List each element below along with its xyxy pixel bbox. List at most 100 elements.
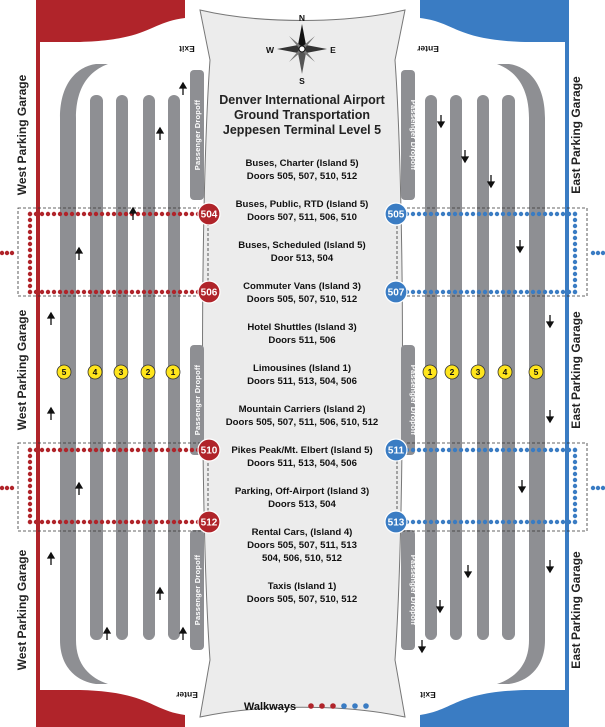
walkway-dot [27,453,33,459]
walkway-dot [416,211,422,217]
walkway-dot [33,519,39,525]
walkway-dot [39,519,45,525]
walkway-dot [440,211,446,217]
walkway-dot [440,519,446,525]
walkway-dot [165,289,171,295]
walkway-dot [27,495,33,501]
walkway-dot [81,289,87,295]
walkway-dot [470,519,476,525]
walkway-dot [0,485,5,491]
service-doors: Door 513, 504 [271,253,334,264]
walkway-dot [422,519,428,525]
walkway-dot [123,519,129,525]
walkway-dot [117,447,123,453]
walkway-dot [554,211,560,217]
dropoff-label-west-1: Passenger Dropoff [193,99,202,170]
walkway-dot [93,289,99,295]
walkway-dot [572,495,578,501]
dropoff-label-east-1: Passenger Dropoff [409,100,418,171]
walkway-dot [75,211,81,217]
walkway-dot [189,289,195,295]
walkway-dot [482,447,488,453]
dropoff-label-west-2: Passenger Dropoff [193,364,202,435]
walkway-dot [518,447,524,453]
walkway-dot [123,289,129,295]
walkway-dot [512,289,518,295]
east-garage-label-3: East Parking Garage [569,551,583,669]
west-garage-label-1: West Parking Garage [15,74,29,195]
walkway-dot [518,289,524,295]
walkway-dot [488,519,494,525]
walkway-dot [566,519,572,525]
walkway-dot [93,519,99,525]
walkway-dot [524,447,530,453]
walkway-dot [153,519,159,525]
exit-label-east: Exit [420,690,436,700]
walkway-dot [27,253,33,259]
walkway-dot [27,211,33,217]
walkway-dot [434,447,440,453]
arrow-head [545,321,555,329]
walkway-dot [494,447,500,453]
walkway-dot [572,507,578,513]
walkway-dot [572,277,578,283]
walkway-dot [27,283,33,289]
walkway-dot [494,519,500,525]
walkway-dot [572,253,578,259]
walkway-dot [572,447,578,453]
walkway-dot [183,211,189,217]
door-marker-510 [197,438,221,462]
walkway-dot [27,289,33,295]
walkway-dot [105,447,111,453]
walkway-dot [410,519,416,525]
walkway-dot [494,289,500,295]
walkway-dot [530,211,536,217]
walkway-dot [506,289,512,295]
arrow-head [46,311,56,319]
walkway-dot [33,447,39,453]
walkway-dot [129,289,135,295]
walkway-dot [566,289,572,295]
arrow-head [155,586,165,594]
arrow-head [128,206,138,214]
walkway-dot [99,447,105,453]
island-label: 1 [171,367,176,377]
enter-label-west: Enter [175,690,197,700]
walkway-dot [548,289,554,295]
walkway-dot [572,265,578,271]
walkway-dot [518,519,524,525]
walkway-dot [470,211,476,217]
walkway-dot [129,519,135,525]
door-label: 505 [388,210,405,221]
walkway-dot [135,519,141,525]
arrow-head [515,246,525,254]
door-label: 506 [201,288,218,299]
walkway-dot [428,289,434,295]
walkway-dot [27,217,33,223]
walkway-dot [27,271,33,277]
island-label: 4 [93,367,98,377]
walkway-dot [69,289,75,295]
island-marker-west-2 [140,364,156,380]
walkway-dot [452,289,458,295]
walkway-dot [554,519,560,525]
island-marker-west-4 [87,364,103,380]
walkway-dot [39,211,45,217]
service-name: Buses, Scheduled (Island 5) [238,240,365,251]
walkway-dot [464,447,470,453]
walkway-dot [87,289,93,295]
walkway-dot [506,519,512,525]
walkway-dot [57,289,63,295]
walkway-dot [572,513,578,519]
walkway-dot [27,223,33,229]
walkway-dot [422,211,428,217]
walkway-dot [434,289,440,295]
arrow-head [155,126,165,134]
walkway-dot [171,519,177,525]
walkway-dot [105,289,111,295]
walkway-dot [141,447,147,453]
walkway-dot [572,241,578,247]
enter-label-east: Enter [416,44,438,54]
walkway-dot [33,211,39,217]
